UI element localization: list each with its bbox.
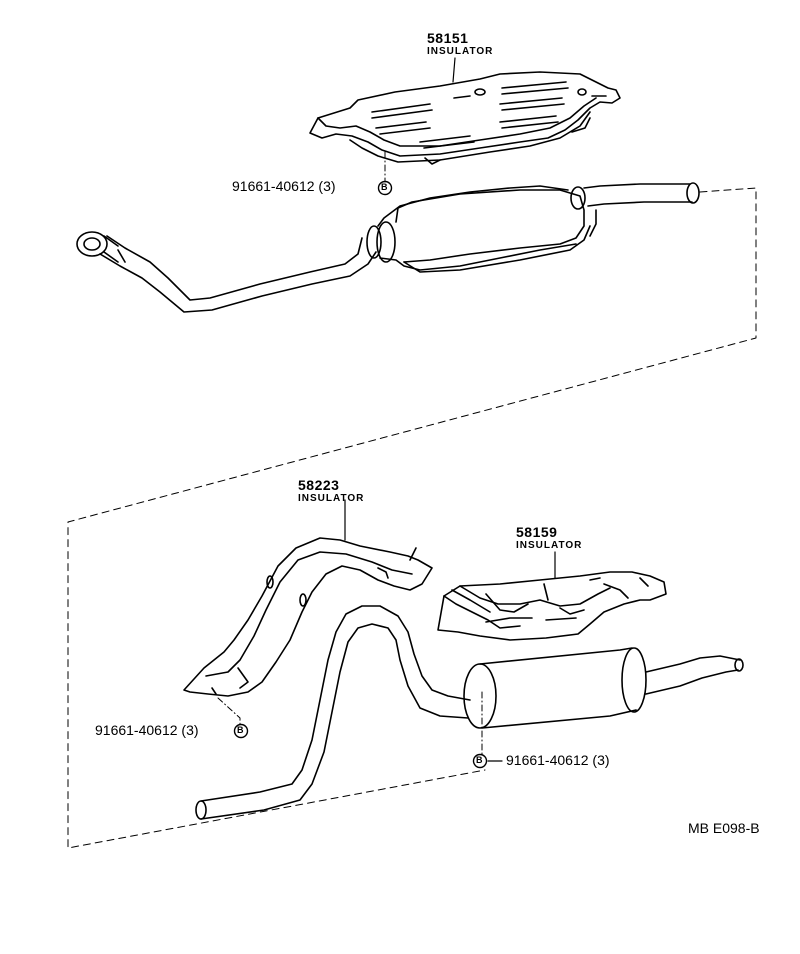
fastener-label-1: 91661-40612 (3)	[232, 178, 336, 194]
fastener-label-2: 91661-40612 (3)	[95, 722, 199, 738]
part-name-58223: INSULATOR	[298, 493, 365, 504]
insulator-58223-drawing	[184, 538, 432, 696]
bolt-marker-letter-2: B	[237, 725, 244, 735]
fastener-label-3: 91661-40612 (3)	[506, 752, 610, 768]
bolt-marker-1	[379, 182, 392, 195]
insulator-58159-drawing	[438, 572, 666, 640]
part-name-58151: INSULATOR	[427, 46, 494, 57]
leader-58151	[453, 58, 455, 82]
front-pipe-and-converter-drawing	[77, 183, 699, 312]
insulator-58151-drawing	[310, 72, 620, 164]
part-name-58159: INSULATOR	[516, 540, 583, 551]
bolt-marker-letter-3: B	[476, 755, 483, 765]
bolt-marker-letter-1: B	[381, 182, 388, 192]
leader-bolt-2	[218, 698, 240, 724]
drawing-code: MB E098-B	[688, 820, 760, 836]
bolt-marker-3	[474, 755, 487, 768]
part-number-58151: 58151	[427, 30, 469, 46]
muffler-drawing	[464, 648, 743, 728]
tail-pipe-drawing	[196, 606, 470, 819]
bolt-marker-2	[235, 725, 248, 738]
route-dashed-line	[68, 188, 756, 848]
part-number-58159: 58159	[516, 524, 558, 540]
part-number-58223: 58223	[298, 477, 340, 493]
